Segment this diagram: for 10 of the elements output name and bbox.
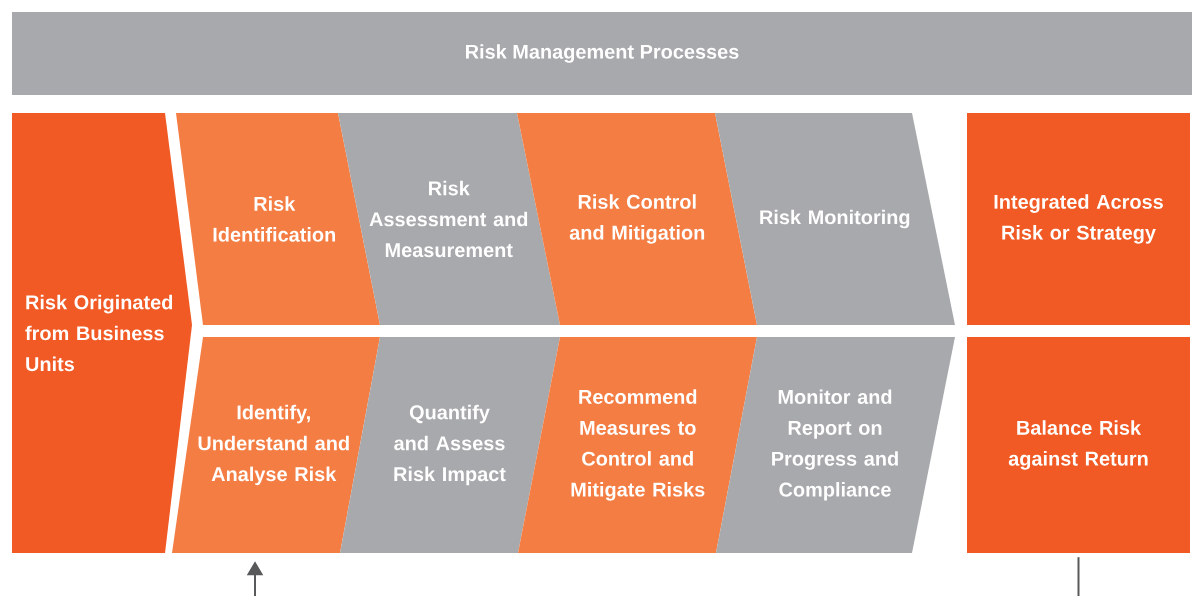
line bbox=[1077, 556, 1080, 596]
pentagon-arrow-box: Risk Originated from Business Units bbox=[12, 113, 192, 553]
process-box: Balance Risk against Return bbox=[967, 337, 1190, 553]
process-box: Integrated Across Risk or Strategy bbox=[967, 113, 1190, 325]
chevron-box: Monitor and Report on Progress and Compliance bbox=[716, 337, 955, 553]
chevron-box: Risk Assessment and Measurement bbox=[338, 113, 560, 325]
chevron-box: Identify, Understand and Analyse Risk bbox=[172, 337, 380, 553]
chevron-box: Risk Monitoring bbox=[715, 113, 955, 325]
title-band: Risk Management Processes bbox=[12, 12, 1192, 95]
chevron-box: Recommend Measures to Control and Mitigate Risks bbox=[518, 337, 757, 553]
